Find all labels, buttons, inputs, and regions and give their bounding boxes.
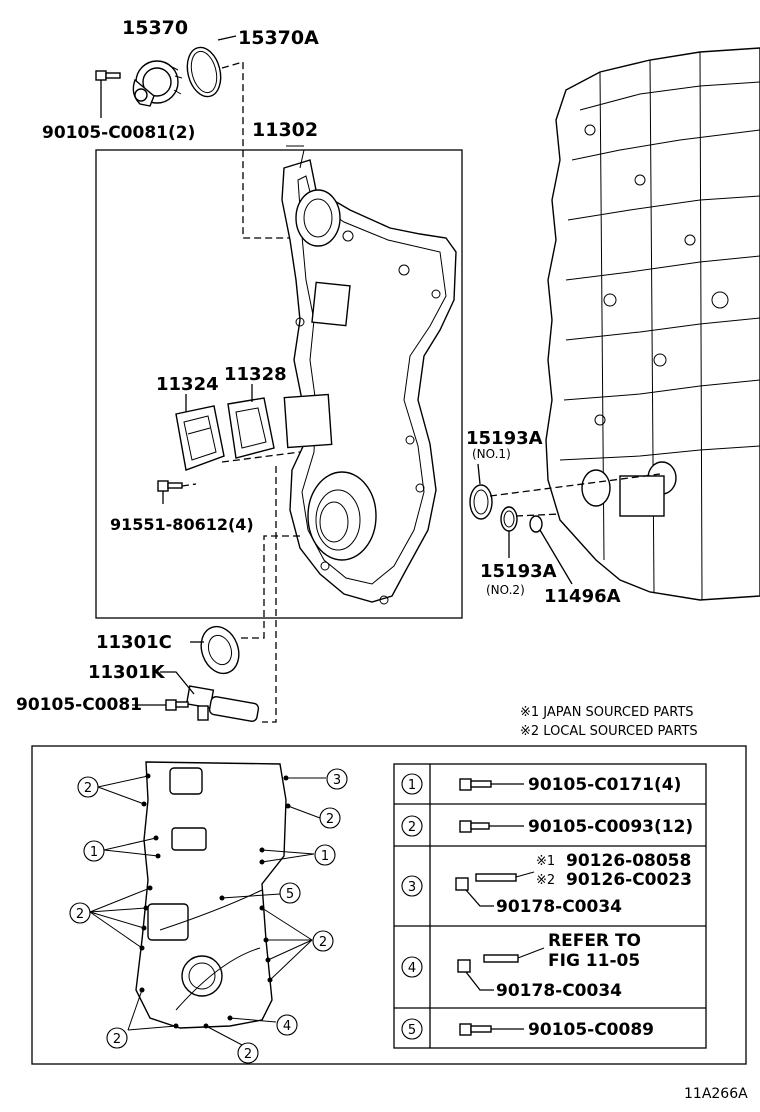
bolt-91551-illustration (157, 480, 183, 504)
label-90105-c0081: 90105-C0081 (16, 695, 142, 715)
svg-text:2: 2 (76, 907, 84, 922)
bolt-legend-table: 1 90105-C0171(4) 2 90105-C0093(12) 3 ※1 … (393, 763, 707, 1049)
legend-part-90126-c0023: 90126-C0023 (566, 870, 692, 890)
label-11301c: 11301C (96, 632, 172, 653)
label-11301k: 11301K (88, 662, 166, 683)
timing-cover-group-frame (95, 149, 463, 619)
label-11496a: 11496A (544, 586, 621, 607)
svg-text:※1: ※1 (536, 854, 555, 869)
engine-block-illustration (545, 47, 760, 601)
svg-text:※2: ※2 (536, 873, 555, 888)
part-15370-illustration (132, 60, 183, 107)
bolt-location-cover-outline (135, 761, 287, 1029)
oil-seal-11301c-illustration (200, 625, 240, 675)
label-91551-80612: 91551-80612(4) (110, 515, 254, 534)
svg-text:2: 2 (244, 1047, 252, 1062)
legend-refer-to: REFER TO (548, 931, 641, 951)
svg-text:1: 1 (408, 778, 416, 793)
svg-text:2: 2 (113, 1032, 121, 1047)
legend-part-90105-c0171: 90105-C0171(4) (528, 775, 681, 795)
bolt-90105-c0081-lower-illustration (132, 699, 189, 711)
legend-part-90178-c0034-b: 90178-C0034 (496, 981, 622, 1001)
label-11302: 11302 (252, 119, 318, 141)
label-15193a-no1-sub: (NO.1) (472, 447, 511, 461)
svg-text:1: 1 (90, 845, 98, 860)
label-15370: 15370 (122, 17, 188, 39)
figure-code: 11A266A (684, 1086, 748, 1102)
label-15193a-no2: 15193A (480, 561, 557, 582)
legend-stud-icon-3 (455, 873, 517, 891)
o-ring-11496a-illustration (529, 515, 543, 533)
label-90105-c0081-2: 90105-C0081(2) (42, 123, 195, 143)
sensor-11301k-illustration (185, 685, 260, 722)
legend-part-90105-c0089: 90105-C0089 (528, 1020, 654, 1040)
label-15370a: 15370A (238, 27, 319, 49)
bolt-90105-c0081-upper-illustration (95, 70, 121, 118)
svg-text:4: 4 (283, 1019, 291, 1034)
label-11328: 11328 (224, 364, 287, 385)
timing-cover-11302-illustration (281, 145, 457, 605)
svg-text:2: 2 (84, 781, 92, 796)
legend-part-90178-c0034-a: 90178-C0034 (496, 897, 622, 917)
svg-text:2: 2 (408, 820, 416, 835)
bolt-location-leaders (89, 775, 326, 1047)
label-11324: 11324 (156, 374, 219, 395)
dashed-link-15370 (221, 61, 300, 239)
svg-text:4: 4 (408, 961, 416, 976)
callout-circles: 2 3 2 1 1 2 5 2 2 4 2 (69, 768, 348, 1064)
svg-text:5: 5 (408, 1023, 416, 1038)
bolt-location-frame (31, 745, 747, 1065)
svg-text:3: 3 (333, 773, 341, 788)
svg-text:5: 5 (286, 887, 294, 902)
note-local-sourced: ※2 LOCAL SOURCED PARTS (520, 724, 698, 739)
legend-part-90105-c0093: 90105-C0093(12) (528, 817, 693, 837)
legend-fig-11-05: FIG 11-05 (548, 951, 640, 971)
gasket-11328-illustration (227, 397, 275, 459)
legend-bolt-icon-1 (459, 778, 492, 791)
svg-text:1: 1 (321, 849, 329, 864)
svg-text:2: 2 (326, 812, 334, 827)
legend-part-90126-08058: 90126-08058 (566, 851, 691, 871)
svg-text:2: 2 (319, 935, 327, 950)
legend-stud-icon-4 (457, 954, 519, 973)
label-15193a-no2-sub: (NO.2) (486, 583, 525, 597)
note-japan-sourced: ※1 JAPAN SOURCED PARTS (520, 705, 694, 720)
label-15193a-no1: 15193A (466, 428, 543, 449)
legend-bolt-icon-2 (459, 820, 490, 833)
legend-bolt-icon-5 (459, 1023, 492, 1036)
cover-11324-illustration (175, 405, 225, 471)
svg-text:3: 3 (408, 880, 416, 895)
